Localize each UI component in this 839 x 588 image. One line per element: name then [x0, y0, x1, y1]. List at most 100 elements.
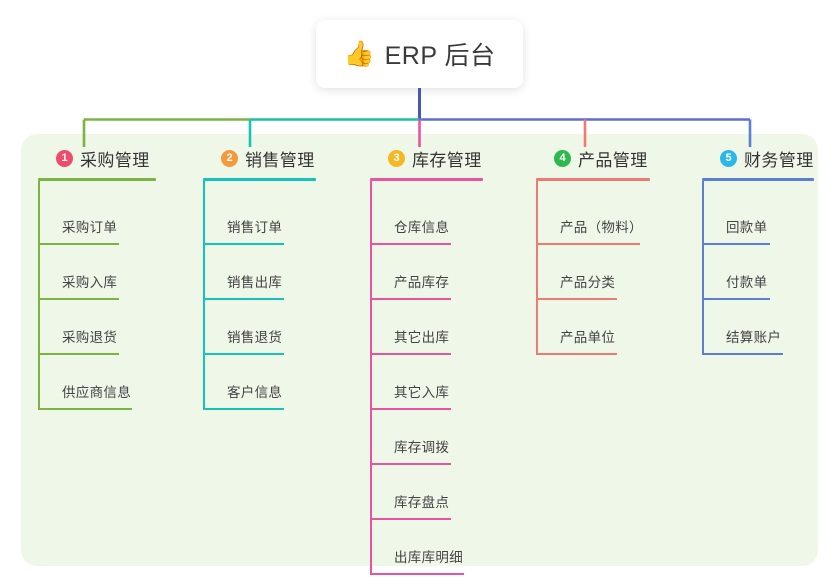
child-underline [371, 573, 464, 575]
child-item[interactable]: 库存盘点 [370, 472, 460, 520]
child-label: 产品（物料） [560, 220, 643, 235]
child-underline [371, 298, 451, 300]
child-label: 库存调拨 [394, 440, 450, 455]
child-item[interactable]: 销售出库 [203, 252, 293, 300]
branch-column-2: 2 销售管理销售订单销售出库销售退货客户信息 [203, 146, 328, 410]
child-underline [371, 518, 451, 520]
child-underline [537, 298, 617, 300]
child-label: 产品分类 [560, 275, 616, 290]
child-item[interactable]: 供应商信息 [38, 362, 141, 410]
child-item[interactable]: 其它出库 [370, 307, 460, 355]
child-item[interactable]: 客户信息 [203, 362, 293, 410]
child-underline [39, 243, 119, 245]
child-label: 销售订单 [227, 220, 283, 235]
child-item[interactable]: 产品单位 [536, 307, 626, 355]
child-underline [371, 408, 451, 410]
branch-title-1: 采购管理 [80, 150, 150, 170]
child-underline [204, 408, 284, 410]
child-label: 采购入库 [62, 275, 118, 290]
child-label: 销售退货 [227, 330, 283, 345]
branch-children-1: 采购订单采购入库采购退货供应商信息 [38, 181, 163, 410]
child-label: 采购订单 [62, 220, 118, 235]
child-underline [371, 463, 451, 465]
child-underline [39, 298, 119, 300]
branch-title-2: 销售管理 [245, 150, 315, 170]
child-item[interactable]: 采购入库 [38, 252, 128, 300]
child-label: 供应商信息 [62, 385, 131, 400]
child-item[interactable]: 付款单 [702, 252, 779, 300]
branch-underline-1 [38, 178, 156, 181]
child-label: 产品单位 [560, 330, 616, 345]
child-item[interactable]: 产品（物料） [536, 197, 649, 245]
child-label: 其它入库 [394, 385, 450, 400]
branch-badge-1: 1 [56, 149, 73, 167]
branch-title-5: 财务管理 [744, 150, 814, 170]
child-label: 客户信息 [227, 385, 283, 400]
branch-spine-3 [370, 181, 372, 575]
child-underline [371, 243, 451, 245]
branch-children-3: 仓库信息产品库存其它出库其它入库库存调拨库存盘点出库库明细 [370, 181, 495, 575]
branch-children-5: 回款单付款单结算账户 [702, 181, 827, 355]
branch-spine-1 [38, 181, 40, 410]
branch-header-1[interactable]: 1 采购管理 [38, 146, 163, 170]
branch-header-4[interactable]: 4 产品管理 [536, 146, 666, 170]
branches-panel [21, 134, 818, 566]
branch-underline-5 [702, 178, 814, 181]
child-underline [537, 353, 617, 355]
branch-children-4: 产品（物料） 产品分类产品单位 [536, 181, 666, 355]
child-underline [703, 298, 770, 300]
child-label: 付款单 [726, 275, 768, 290]
branch-badge-5: 5 [720, 149, 737, 167]
child-item[interactable]: 销售订单 [203, 197, 293, 245]
child-label: 产品库存 [394, 275, 450, 290]
branch-badge-4: 4 [554, 149, 571, 167]
child-label: 销售出库 [227, 275, 283, 290]
child-item[interactable]: 采购订单 [38, 197, 128, 245]
branch-badge-2: 2 [221, 149, 238, 167]
child-label: 仓库信息 [394, 220, 450, 235]
child-underline [39, 408, 132, 410]
branch-underline-2 [203, 178, 316, 181]
branch-spine-2 [203, 181, 205, 410]
child-label: 回款单 [726, 220, 768, 235]
child-item[interactable]: 结算账户 [702, 307, 792, 355]
branch-header-2[interactable]: 2 销售管理 [203, 146, 328, 170]
child-underline [537, 243, 640, 245]
child-underline [204, 243, 284, 245]
child-underline [703, 243, 770, 245]
child-item[interactable]: 销售退货 [203, 307, 293, 355]
root-node[interactable]: 👍 ERP 后台 [316, 20, 523, 88]
child-item[interactable]: 产品库存 [370, 252, 460, 300]
child-underline [371, 353, 451, 355]
branch-children-2: 销售订单销售出库销售退货客户信息 [203, 181, 328, 410]
child-underline [204, 298, 284, 300]
branch-column-1: 1 采购管理采购订单采购入库采购退货供应商信息 [38, 146, 163, 410]
branch-column-4: 4 产品管理产品（物料） 产品分类产品单位 [536, 146, 666, 355]
child-underline [204, 353, 284, 355]
branch-underline-4 [536, 178, 650, 181]
child-label: 出库库明细 [394, 550, 463, 565]
child-item[interactable]: 其它入库 [370, 362, 460, 410]
branch-column-5: 5 财务管理回款单付款单结算账户 [702, 146, 827, 355]
child-item[interactable]: 库存调拨 [370, 417, 460, 465]
branch-title-4: 产品管理 [578, 150, 648, 170]
child-label: 库存盘点 [394, 495, 450, 510]
child-label: 结算账户 [726, 330, 782, 345]
branch-header-5[interactable]: 5 财务管理 [702, 146, 827, 170]
child-item[interactable]: 产品分类 [536, 252, 626, 300]
child-item[interactable]: 回款单 [702, 197, 779, 245]
child-label: 采购退货 [62, 330, 118, 345]
child-label: 其它出库 [394, 330, 450, 345]
root-title: ERP 后台 [384, 42, 496, 70]
child-underline [703, 353, 783, 355]
branch-spine-4 [536, 181, 538, 355]
branch-spine-5 [702, 181, 704, 355]
child-item[interactable]: 采购退货 [38, 307, 128, 355]
child-item[interactable]: 出库库明细 [370, 527, 473, 575]
child-item[interactable]: 仓库信息 [370, 197, 460, 245]
branch-underline-3 [370, 178, 483, 181]
thumbs-up-icon: 👍 [343, 39, 375, 68]
